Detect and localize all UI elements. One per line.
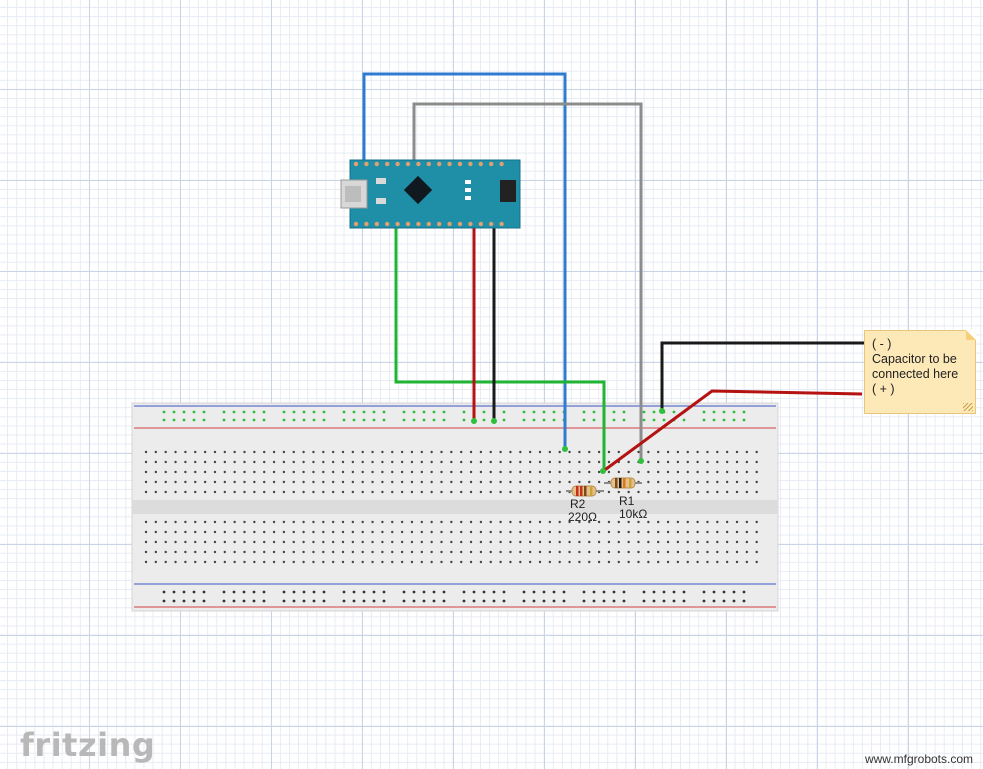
note-line-plus: ( + ) [872, 382, 895, 396]
note-line-connected: connected here [872, 367, 959, 381]
wire-black-capacitor[interactable] [660, 341, 864, 411]
r1-name-label: R1 [619, 494, 635, 508]
note-line-capacitor: Capacitor to be [872, 352, 957, 366]
wire-gray[interactable] [412, 102, 643, 460]
wire-blue[interactable] [362, 72, 567, 447]
note-line-minus: ( - ) [872, 337, 892, 351]
resistor-r1[interactable]: R1 10kΩ [604, 477, 647, 521]
icsp-header [500, 180, 516, 202]
resistor-r2[interactable]: R2 220Ω [566, 485, 604, 524]
fritzing-logo: fritzing [20, 726, 156, 764]
r2-value-label: 220Ω [568, 510, 597, 524]
note-resize-grip[interactable] [963, 403, 973, 411]
arduino-nano-board[interactable] [340, 159, 521, 229]
wire-green[interactable] [394, 224, 606, 470]
note-fold-corner [966, 330, 976, 340]
r1-value-label: 10kΩ [619, 507, 647, 521]
r2-name-label: R2 [570, 497, 586, 511]
connection-markers [471, 408, 665, 474]
wire-red-capacitor[interactable] [601, 389, 863, 474]
capacitor-note: ( - ) Capacitor to be connected here ( +… [864, 330, 976, 414]
breadboard [131, 402, 779, 612]
watermark-text: www.mfgrobots.com [864, 752, 973, 766]
